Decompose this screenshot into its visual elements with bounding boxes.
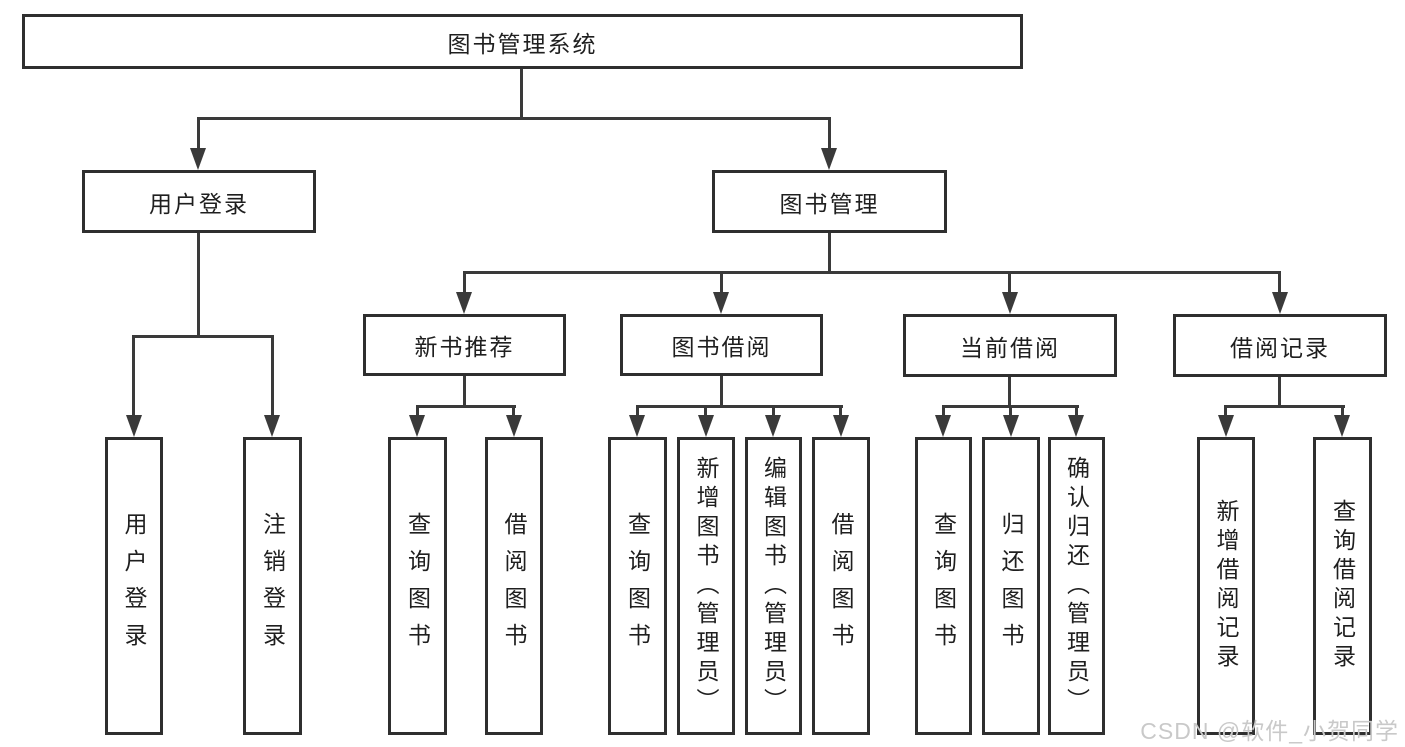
csdn-watermark: CSDN @软件_小贺同学 xyxy=(1140,718,1399,744)
arrowhead xyxy=(126,415,142,437)
connector-stem xyxy=(132,335,135,415)
node-label: 用户登录 xyxy=(121,512,147,660)
node-label: 注销登录 xyxy=(259,512,286,660)
connector-book-borrow-trunk xyxy=(720,376,723,405)
node-current-borrowing: 当前借阅 xyxy=(903,314,1117,377)
node-label: 用户登录 xyxy=(149,190,249,217)
leaf-add-book-admin: 新增图书（管理员） xyxy=(677,437,735,735)
connector-stem xyxy=(1009,405,1012,417)
node-label: 借阅记录 xyxy=(1230,334,1330,361)
arrowhead xyxy=(713,292,729,314)
leaf-query-borrow-record: 查询借阅记录 xyxy=(1313,437,1372,735)
node-book-management: 图书管理 xyxy=(712,170,947,233)
node-label: 借阅图书 xyxy=(828,512,854,660)
node-label: 查询图书 xyxy=(404,512,431,660)
connector-new-books-bar xyxy=(416,405,516,408)
connector-stem xyxy=(942,405,945,417)
connector-stem xyxy=(828,117,831,149)
arrowhead xyxy=(698,415,714,437)
node-label: 当前借阅 xyxy=(960,334,1060,361)
arrowhead xyxy=(765,415,781,437)
leaf-query-books-recommend: 查询图书 xyxy=(388,437,447,735)
node-label: 借阅图书 xyxy=(501,512,527,660)
arrowhead xyxy=(935,415,951,437)
node-label: 查询图书 xyxy=(624,512,651,660)
node-label: 确认归还（管理员） xyxy=(1063,455,1090,717)
connector-stem xyxy=(512,405,515,417)
leaf-user-login: 用户登录 xyxy=(105,437,163,735)
connector-book-borrow-bar xyxy=(636,405,843,408)
arrowhead xyxy=(1218,415,1234,437)
connector-stem xyxy=(636,405,639,417)
connector-stem xyxy=(416,405,419,417)
connector-stem xyxy=(197,117,200,149)
node-label: 编辑图书（管理员） xyxy=(760,455,787,717)
node-label: 查询借阅记录 xyxy=(1329,499,1356,673)
connector-new-books-trunk xyxy=(463,376,466,405)
leaf-confirm-return-admin: 确认归还（管理员） xyxy=(1048,437,1105,735)
leaf-borrow-books: 借阅图书 xyxy=(812,437,870,735)
connector-stem xyxy=(463,271,466,294)
arrowhead xyxy=(1334,415,1350,437)
node-label: 新增图书（管理员） xyxy=(693,455,719,717)
node-label: 查询图书 xyxy=(930,512,957,660)
connector-user-login-trunk xyxy=(197,233,200,335)
connector-root-trunk xyxy=(520,69,523,117)
node-label: 新增借阅记录 xyxy=(1213,499,1239,673)
leaf-query-books-borrow: 查询图书 xyxy=(608,437,667,735)
leaf-query-books-current: 查询图书 xyxy=(915,437,972,735)
connector-borrow-records-trunk xyxy=(1278,376,1281,405)
connector-stem xyxy=(1008,271,1011,294)
node-label: 归还图书 xyxy=(998,512,1024,660)
node-label: 图书管理 xyxy=(779,190,880,217)
arrowhead xyxy=(1003,415,1019,437)
connector-stem xyxy=(271,335,274,415)
connector-book-mgmt-trunk xyxy=(828,233,831,273)
node-book-borrowing: 图书借阅 xyxy=(620,314,823,376)
node-user-login: 用户登录 xyxy=(82,170,316,233)
leaf-return-book: 归还图书 xyxy=(982,437,1040,735)
connector-stem xyxy=(1224,405,1227,417)
connector-stem xyxy=(704,405,707,417)
arrowhead xyxy=(264,415,280,437)
arrowhead xyxy=(506,415,522,437)
leaf-add-borrow-record: 新增借阅记录 xyxy=(1197,437,1255,735)
arrowhead xyxy=(1272,292,1288,314)
connector-stem xyxy=(720,271,723,294)
connector-borrow-records-bar xyxy=(1224,405,1345,408)
connector-level2-bar xyxy=(197,117,831,120)
arrowhead xyxy=(409,415,425,437)
arrowhead xyxy=(456,292,472,314)
connector-stem xyxy=(1075,405,1078,417)
connector-stem xyxy=(1341,405,1344,417)
node-label: 新书推荐 xyxy=(414,334,515,360)
leaf-edit-book-admin: 编辑图书（管理员） xyxy=(745,437,802,735)
connector-stem xyxy=(772,405,775,417)
connector-user-login-bar xyxy=(132,335,274,338)
node-label: 图书管理系统 xyxy=(447,30,598,57)
arrowhead xyxy=(629,415,645,437)
arrowhead xyxy=(190,148,206,170)
leaf-borrow-books-recommend: 借阅图书 xyxy=(485,437,543,735)
arrowhead xyxy=(1002,292,1018,314)
arrowhead xyxy=(821,148,837,170)
connector-current-borrow-trunk xyxy=(1008,376,1011,405)
node-label: 图书借阅 xyxy=(671,334,772,360)
connector-stem xyxy=(1278,271,1281,294)
arrowhead xyxy=(833,415,849,437)
node-library-management-system: 图书管理系统 xyxy=(22,14,1023,69)
connector-level3-bar xyxy=(463,271,1281,274)
connector-stem xyxy=(839,405,842,417)
arrowhead xyxy=(1068,415,1084,437)
node-new-book-recommendation: 新书推荐 xyxy=(363,314,566,376)
leaf-logout: 注销登录 xyxy=(243,437,302,735)
node-borrowing-records: 借阅记录 xyxy=(1173,314,1387,377)
